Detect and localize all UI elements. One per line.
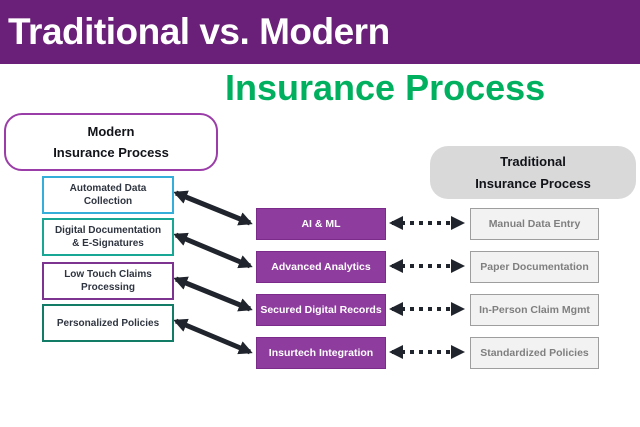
traditional-process-label-line1: Traditional [500, 154, 566, 170]
traditional-process-label: Traditional Insurance Process [430, 146, 636, 199]
header-band: Traditional vs. Modern [0, 0, 640, 64]
modern-item-digital-documentation-esignatures: Digital Documentation & E-Signatures [42, 218, 174, 256]
tech-item-insurtech-integration: Insurtech Integration [256, 337, 386, 369]
modern-item-personalized-policies: Personalized Policies [42, 304, 174, 342]
tech-item-secured-digital-records: Secured Digital Records [256, 294, 386, 326]
traditional-process-label-line2: Insurance Process [475, 175, 591, 191]
solid-double-arrow-1 [173, 190, 253, 226]
traditional-item-standardized-policies: Standardized Policies [470, 337, 599, 369]
traditional-item-paper-documentation: Paper Documentation [470, 251, 599, 283]
solid-double-arrow-2 [173, 232, 253, 269]
modern-process-label-line1: Modern [87, 123, 135, 139]
modern-process-label: Modern Insurance Process [4, 113, 218, 171]
tech-item-advanced-analytics: Advanced Analytics [256, 251, 386, 283]
traditional-item-in-person-claim-mgmt: In-Person Claim Mgmt [470, 294, 599, 326]
tech-item-ai-ml: AI & ML [256, 208, 386, 240]
title-traditional-vs-modern: Traditional vs. Modern [8, 11, 390, 52]
modern-item-low-touch-claims-processing: Low Touch Claims Processing [42, 262, 174, 300]
modern-process-label-line2: Insurance Process [53, 145, 169, 160]
title-insurance-process: Insurance Process [225, 67, 546, 108]
modern-item-automated-data-collection: Automated Data Collection [42, 176, 174, 214]
traditional-item-manual-data-entry: Manual Data Entry [470, 208, 599, 240]
solid-double-arrow-4 [173, 318, 253, 355]
solid-double-arrow-3 [173, 276, 253, 312]
